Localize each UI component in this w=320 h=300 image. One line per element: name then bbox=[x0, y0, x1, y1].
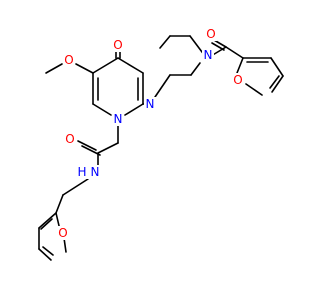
bond bbox=[190, 62, 201, 76]
atom-n-amide: N bbox=[88, 165, 102, 179]
atom-label-text: N bbox=[146, 97, 155, 111]
bond bbox=[159, 35, 171, 49]
bond bbox=[63, 237, 67, 253]
atom-h-amide: H bbox=[76, 165, 88, 179]
bond bbox=[269, 75, 280, 89]
bond bbox=[38, 212, 57, 229]
bond bbox=[236, 57, 244, 74]
atom-o-furan-top: O bbox=[232, 73, 244, 87]
bond bbox=[42, 246, 54, 256]
bond bbox=[245, 83, 263, 96]
bond bbox=[45, 63, 63, 74]
atom-o-methoxy: O bbox=[63, 53, 75, 67]
atom-label-background bbox=[205, 27, 217, 41]
bond bbox=[81, 145, 101, 156]
atom-label-background bbox=[57, 226, 69, 240]
atom-n-pyridone: N bbox=[112, 112, 124, 126]
bond bbox=[75, 63, 94, 74]
bond bbox=[97, 142, 119, 154]
atom-o-carbonyl-top: O bbox=[205, 27, 217, 41]
atom-label-text: O bbox=[64, 53, 73, 67]
atom-label-background bbox=[76, 165, 88, 179]
atom-o-ketone: O bbox=[112, 38, 124, 52]
atom-o-amide: O bbox=[64, 132, 76, 146]
atom-label-text: O bbox=[206, 27, 215, 41]
atom-label-text: N bbox=[204, 48, 213, 62]
bond bbox=[213, 39, 227, 48]
atom-n-piperazine-right: N bbox=[202, 48, 214, 62]
atom-label-text: O bbox=[58, 226, 67, 240]
bond bbox=[92, 103, 112, 116]
atom-labels: O O O O O O N N bbox=[57, 27, 244, 240]
atom-label-text: N bbox=[91, 165, 100, 179]
atom-label-text: N bbox=[114, 112, 123, 126]
bond bbox=[270, 57, 284, 77]
atom-o-furan-bottom: O bbox=[57, 226, 69, 240]
atom-n-piperazine-left: N bbox=[144, 97, 156, 111]
atom-label-background bbox=[64, 132, 76, 146]
atom-label-background bbox=[112, 112, 124, 126]
atom-label-background bbox=[112, 38, 124, 52]
bond-lines bbox=[38, 35, 284, 261]
atom-label-text: O bbox=[65, 132, 74, 146]
atom-label-background bbox=[88, 165, 102, 179]
molecule-structure: O O O O O O N N bbox=[38, 27, 284, 261]
bond bbox=[40, 218, 53, 230]
bond bbox=[124, 103, 144, 116]
bond bbox=[271, 75, 284, 93]
atom-label-background bbox=[202, 48, 214, 62]
atom-label-text: H bbox=[77, 165, 86, 179]
bond bbox=[211, 42, 225, 51]
atom-label-background bbox=[144, 97, 156, 111]
atom-label-background bbox=[63, 53, 75, 67]
bond bbox=[117, 57, 144, 74]
bond bbox=[55, 194, 64, 214]
atom-label-background bbox=[232, 73, 244, 87]
bond bbox=[225, 46, 244, 59]
bond bbox=[62, 178, 89, 196]
atom-label-text: O bbox=[233, 73, 242, 87]
bond bbox=[154, 74, 171, 98]
bond bbox=[77, 140, 97, 151]
bond bbox=[38, 248, 52, 261]
bond bbox=[92, 57, 119, 74]
atom-label-text: O bbox=[113, 38, 122, 52]
